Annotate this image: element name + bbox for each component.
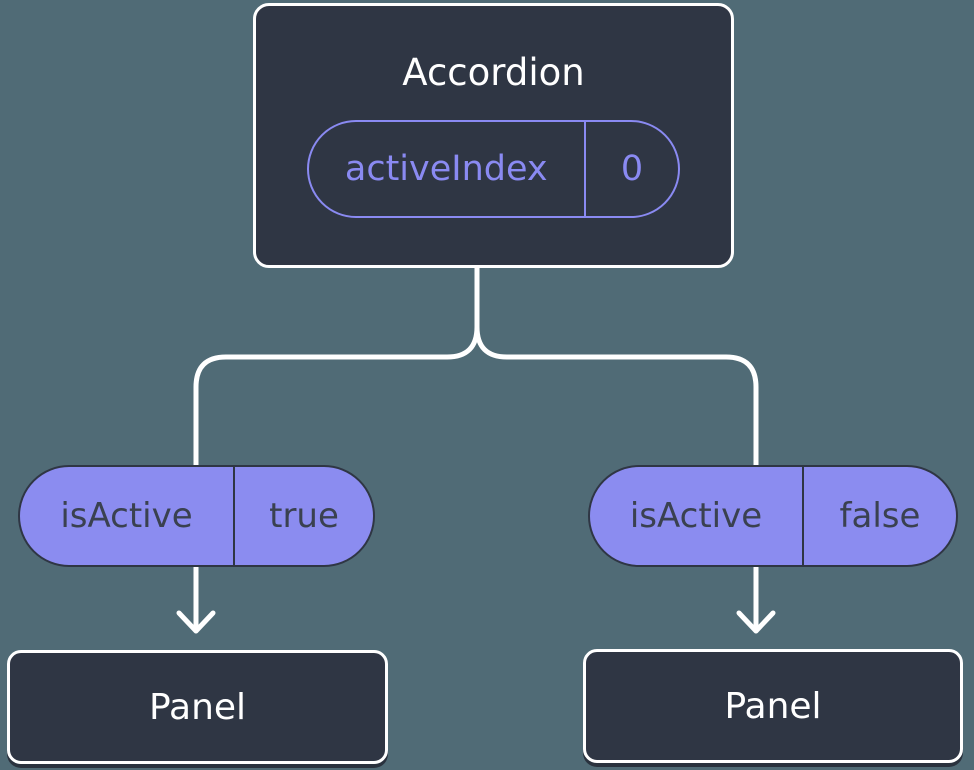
state-pill-label: activeIndex — [344, 148, 548, 189]
prop-pill-divider — [802, 467, 804, 565]
connector-branch-right — [474, 265, 759, 632]
prop-pill-label: isActive — [629, 496, 763, 536]
prop-pill-isactive-false: isActive false — [588, 465, 958, 567]
prop-pill-value: true — [269, 496, 339, 536]
connector-branch-left — [193, 265, 480, 632]
prop-pill-isactive-true: isActive true — [18, 465, 375, 567]
prop-pill-value: false — [839, 496, 921, 536]
arrow-down-left-icon — [176, 610, 216, 634]
panel-node-left: Panel — [7, 650, 388, 764]
accordion-node-title: Accordion — [402, 51, 585, 95]
panel-node-title: Panel — [148, 686, 247, 728]
prop-pill-divider — [233, 467, 235, 565]
state-pill-divider — [583, 121, 586, 216]
panel-node-right: Panel — [583, 649, 963, 763]
state-pill-value: 0 — [620, 148, 644, 189]
arrow-down-right-icon — [736, 610, 776, 634]
accordion-node: Accordion activeIndex 0 — [253, 3, 734, 268]
state-pill-activeindex: activeIndex 0 — [307, 119, 680, 218]
prop-pill-label: isActive — [60, 496, 193, 536]
panel-node-title: Panel — [724, 685, 822, 727]
